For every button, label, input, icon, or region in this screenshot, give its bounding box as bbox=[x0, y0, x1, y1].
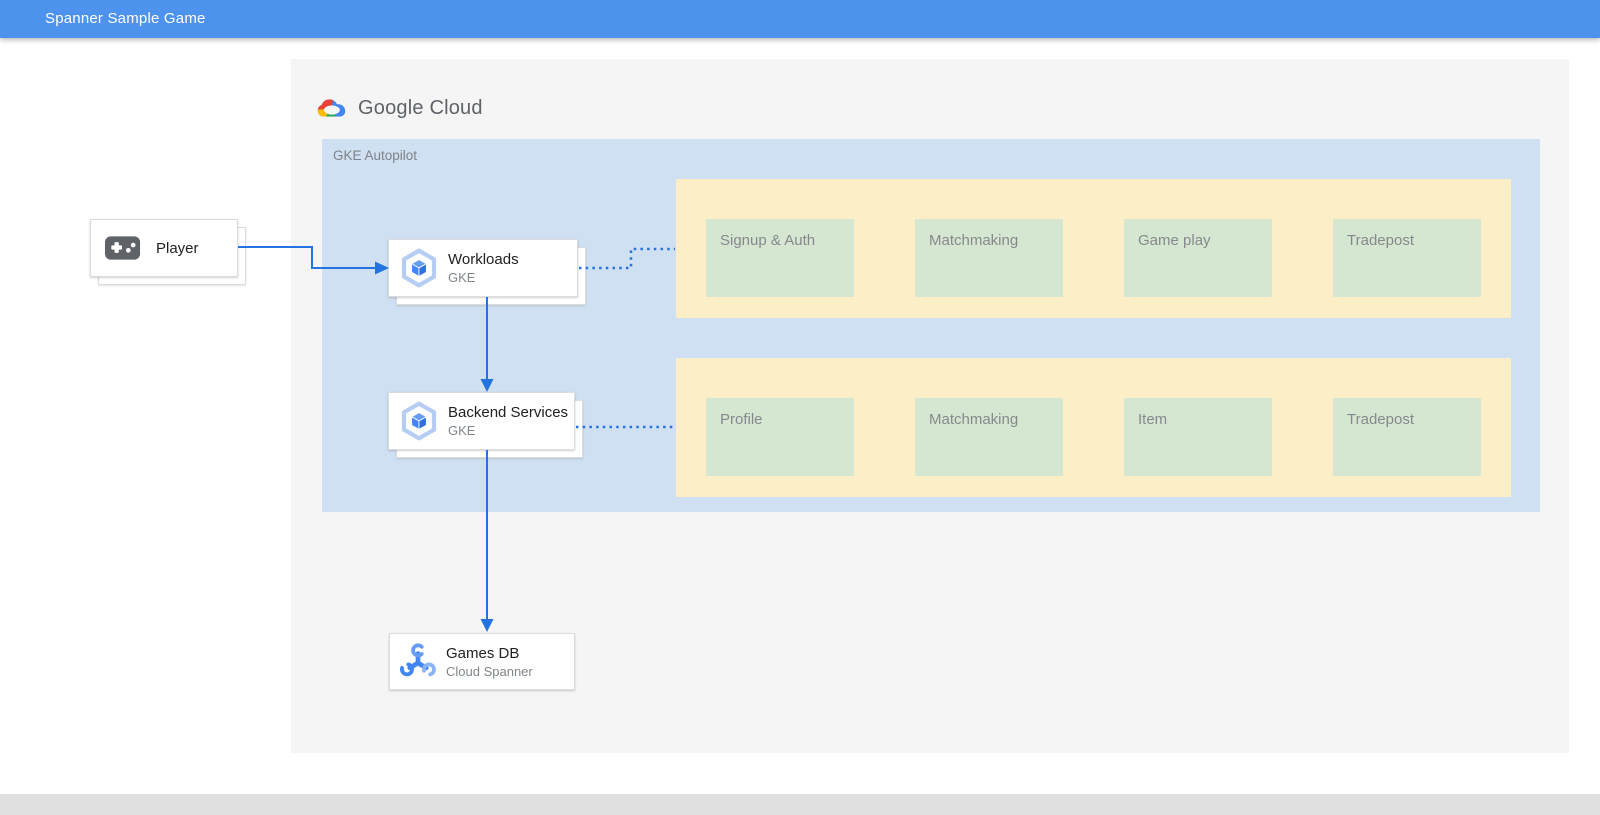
service-box-signup-auth: Signup & Auth bbox=[706, 219, 854, 297]
backend-subtitle: GKE bbox=[448, 423, 476, 438]
cloud-spanner-icon bbox=[399, 642, 437, 681]
backend-services-node: Backend Services GKE bbox=[388, 392, 575, 450]
gke-icon bbox=[398, 400, 440, 442]
service-box-profile: Profile bbox=[706, 398, 854, 476]
google-cloud-icon bbox=[316, 95, 347, 121]
games-db-title: Games DB bbox=[446, 644, 520, 662]
workloads-title: Workloads bbox=[448, 251, 519, 268]
games-db-node: Games DB Cloud Spanner bbox=[389, 633, 575, 690]
service-box-tradepost-1: Tradepost bbox=[1333, 219, 1481, 297]
service-box-tradepost-2: Tradepost bbox=[1333, 398, 1481, 476]
workloads-subtitle: GKE bbox=[448, 270, 476, 285]
service-box-matchmaking-2: Matchmaking bbox=[915, 398, 1063, 476]
app-title: Spanner Sample Game bbox=[45, 10, 206, 27]
bottom-scrollbar-track bbox=[0, 794, 1600, 815]
google-cloud-label: Google Cloud bbox=[358, 96, 483, 119]
backend-title: Backend Services bbox=[448, 404, 569, 421]
games-db-subtitle: Cloud Spanner bbox=[446, 663, 533, 679]
app-bar: Spanner Sample Game bbox=[0, 0, 1600, 38]
service-box-item: Item bbox=[1124, 398, 1272, 476]
game-controller-icon bbox=[104, 235, 141, 261]
backend-service-row: Profile Matchmaking Item Tradepost bbox=[676, 358, 1511, 497]
workloads-service-row: Signup & Auth Matchmaking Game play Trad… bbox=[676, 179, 1511, 318]
gke-autopilot-label: GKE Autopilot bbox=[333, 148, 418, 163]
google-cloud-logo: Google Cloud bbox=[316, 93, 483, 123]
service-box-matchmaking-1: Matchmaking bbox=[915, 219, 1063, 297]
workloads-node: Workloads GKE bbox=[388, 239, 578, 297]
service-box-game-play: Game play bbox=[1124, 219, 1272, 297]
player-label: Player bbox=[156, 239, 199, 257]
gke-icon bbox=[398, 247, 440, 289]
player-node: Player bbox=[90, 219, 238, 277]
